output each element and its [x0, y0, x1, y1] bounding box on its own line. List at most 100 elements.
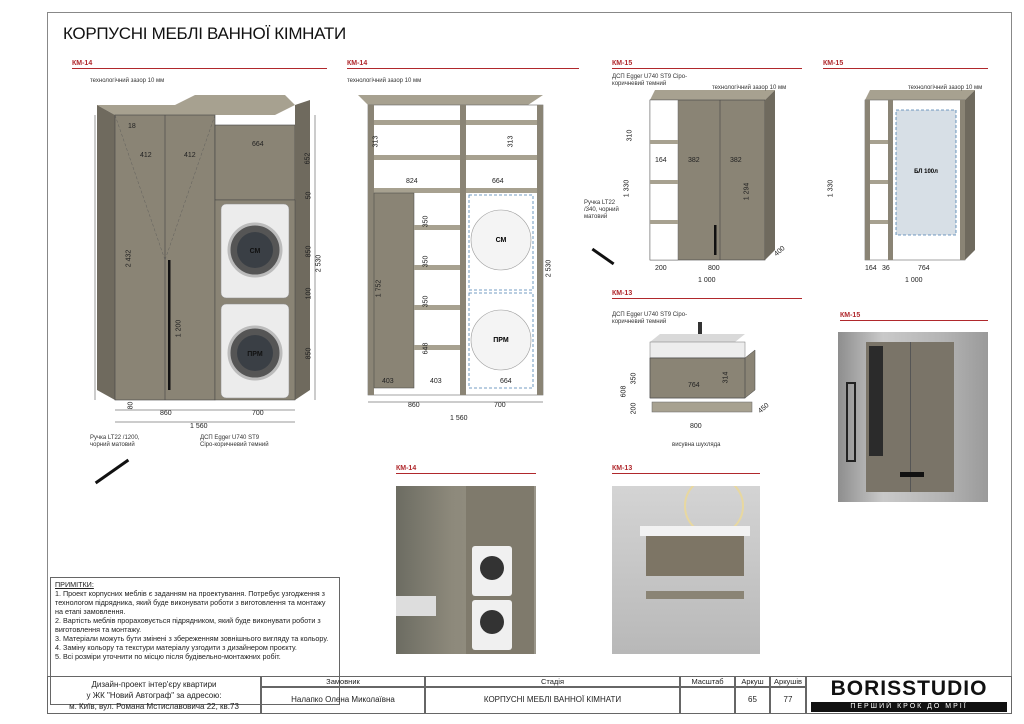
cabinet-side	[97, 105, 115, 400]
km15-section-drawing: БЛ 100л	[864, 90, 975, 261]
dim: 100	[305, 287, 313, 300]
label-underline	[612, 473, 760, 474]
dim: 800	[708, 265, 720, 272]
dim: 800	[690, 423, 702, 430]
towel-rail-icon	[846, 382, 856, 462]
stage-header: Стадія	[425, 676, 680, 687]
label-km14-section: КМ-14	[347, 60, 368, 67]
label-underline	[612, 298, 802, 299]
label-km13-drawing: КМ-13	[612, 290, 633, 297]
note-item: 5. Всі розміри уточнити по місцю після б…	[55, 652, 281, 661]
sheets-total: 77	[770, 687, 806, 714]
vanity-drawer	[646, 536, 744, 576]
label-km14-front: КМ-14	[72, 60, 93, 67]
dim: 164	[655, 157, 667, 164]
dim: 664	[500, 378, 512, 385]
dim: 313	[372, 135, 380, 148]
sheet-number: 65	[735, 687, 770, 714]
note-item: 3. Матеріали можуть бути змінені з збере…	[55, 634, 329, 643]
dim: 648	[422, 342, 430, 355]
dim: 1 330	[623, 179, 631, 198]
label-km14-photo: КМ-14	[396, 465, 417, 472]
handle-note: Ручка LT22 /1200, чорний матовий	[90, 435, 140, 448]
project-line: м. Київ, вул. Романа Мстиславовича 22, к…	[69, 702, 239, 711]
vanity-drawer	[649, 357, 746, 399]
dim: 1 560	[450, 415, 468, 422]
logo-slogan: ПЕРШИЙ КРОК ДО МРІЇ	[811, 702, 1007, 712]
dim: 1 330	[827, 179, 835, 198]
project-line: у ЖК "Новий Автограф" за адресою:	[86, 691, 222, 700]
scale-header: Масштаб	[680, 676, 735, 687]
gap-note: технологічний зазор 10 мм	[712, 85, 787, 91]
sheet-header: Аркуш	[735, 676, 770, 687]
dim: 1 294	[743, 182, 751, 201]
dim: 412	[184, 152, 196, 159]
dim: 1 752	[375, 279, 383, 298]
dim: 403	[382, 378, 394, 385]
dim: 850	[305, 347, 313, 360]
material-note: ДСП Egger U740 ST9 Сіро-коричневий темни…	[612, 74, 688, 87]
label-underline	[840, 320, 988, 321]
dim: 764	[918, 265, 930, 272]
dim: 1 000	[905, 277, 923, 284]
dim: 313	[507, 135, 515, 148]
km15-photo	[838, 332, 988, 502]
dim: 860	[160, 410, 172, 417]
label-underline	[823, 68, 988, 69]
gap-note: технологічний зазор 10 мм	[347, 78, 422, 84]
dim: 700	[494, 402, 506, 409]
label-underline	[72, 68, 327, 69]
note-item: 4. Заміну кольору та текстури матеріалу …	[55, 643, 297, 652]
boiler-label: БЛ 100л	[914, 169, 938, 175]
studio-logo: BORISSTUDIO ПЕРШИЙ КРОК ДО МРІЇ	[806, 676, 1012, 714]
scale-value	[680, 687, 735, 714]
dim: 700	[252, 410, 264, 417]
dim: 860	[408, 402, 420, 409]
km13-drawing	[649, 322, 756, 413]
dim: 1 200	[175, 319, 183, 338]
dim: 164	[865, 265, 877, 272]
dim: 50	[305, 191, 313, 200]
note-item: 2. Вартість меблів прораховується підряд…	[55, 616, 321, 634]
gap-note: технологічний зазор 10 мм	[908, 85, 983, 91]
dim: 200	[630, 402, 638, 415]
handle-note: Ручка LT22 /340, чорний матовий	[584, 200, 619, 220]
dim: 18	[128, 123, 136, 130]
dim: 403	[430, 378, 442, 385]
dim: 608	[620, 385, 628, 398]
km14-front-drawing: СМ ПРМ	[94, 95, 316, 423]
prm-label: ПРМ	[247, 351, 263, 358]
project-info: Дизайн-проект інтер'єру квартири у ЖК "Н…	[47, 676, 261, 714]
client-header: Замовник	[261, 676, 425, 687]
dim: 764	[688, 382, 700, 389]
dim: 36	[882, 265, 890, 272]
logo-text: BORISSTUDIO	[830, 677, 988, 700]
dim: 200	[655, 265, 667, 272]
dim: 1 000	[698, 277, 716, 284]
dim: 2 530	[315, 254, 323, 273]
km13-photo	[612, 486, 760, 654]
notes-heading: ПРИМІТКИ:	[55, 580, 94, 589]
dim: 850	[305, 245, 313, 258]
handle-icon	[168, 260, 171, 390]
dim: 80	[127, 401, 135, 410]
label-underline	[347, 68, 579, 69]
label-km15-photo: КМ-15	[840, 312, 861, 319]
dim: 382	[730, 157, 742, 164]
dim: 314	[722, 371, 730, 384]
stage-value: КОРПУСНІ МЕБЛІ ВАННОЇ КІМНАТИ	[425, 687, 680, 714]
dim: 412	[140, 152, 152, 159]
km15-front-drawing	[649, 90, 775, 261]
dim: 652	[304, 152, 312, 165]
dim: 664	[252, 141, 264, 148]
label-underline	[396, 473, 536, 474]
cabinet-top	[97, 95, 295, 115]
project-line: Дизайн-проект інтер'єру квартири	[91, 680, 217, 689]
label-km15-section: КМ-15	[823, 60, 844, 67]
material-note: ДСП Egger U740 ST9 Сіро-коричневий темни…	[612, 312, 688, 325]
dim: 350	[422, 255, 430, 268]
km14-photo	[396, 486, 536, 654]
label-km15-front: КМ-15	[612, 60, 633, 67]
note-item: 1. Проект корпусних меблів є заданням на…	[55, 589, 326, 616]
material-note: ДСП Egger U740 ST9 Сіро-коричневий темни…	[200, 435, 269, 448]
